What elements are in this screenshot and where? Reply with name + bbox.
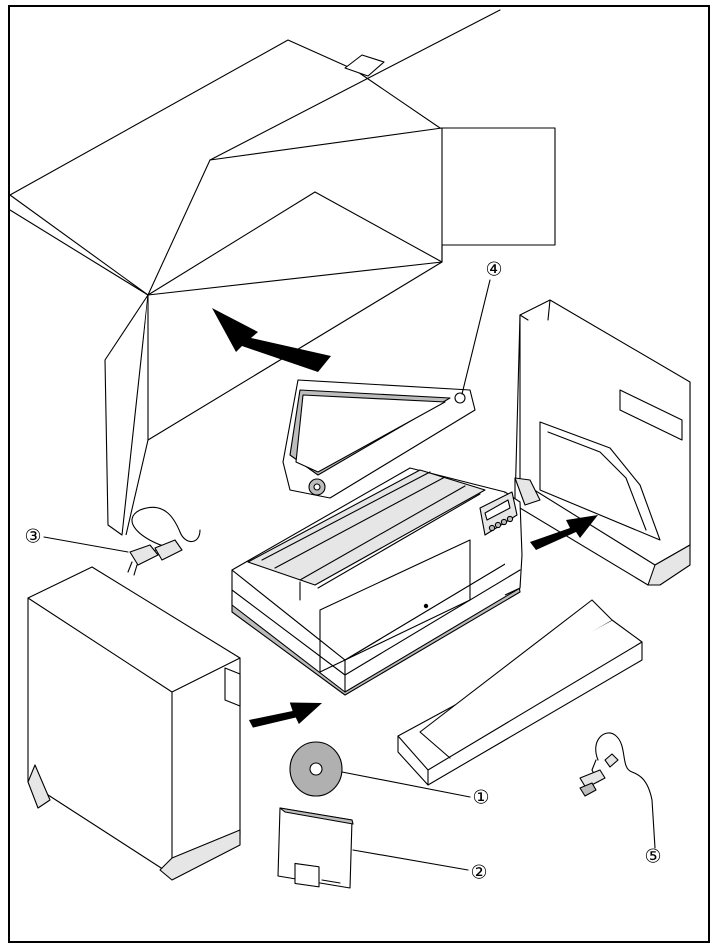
leader-line-4 (461, 279, 491, 395)
panel-button (494, 521, 502, 529)
border-frame (8, 5, 710, 943)
arrow-remove-left-foam-icon (248, 702, 323, 728)
interface-cable (579, 732, 656, 849)
carton-handle (344, 54, 385, 77)
power-plug (129, 544, 159, 566)
leader-line-2 (352, 849, 469, 871)
leader-line-1 (341, 771, 471, 798)
printer (231, 467, 523, 696)
callout-4: ④ (485, 259, 502, 281)
callout-2: ② (470, 862, 487, 884)
cd-disc (289, 741, 471, 798)
leader-line-3 (43, 536, 129, 553)
panel-button (506, 515, 514, 523)
panel-button (488, 524, 496, 532)
panel-button (500, 518, 508, 526)
power-cable (43, 506, 201, 576)
power-connector (154, 539, 183, 561)
foam-tray (397, 599, 643, 786)
interface-connector (579, 769, 606, 789)
arrow-remove-carton-icon (212, 308, 331, 372)
callout-5: ⑤ (644, 846, 661, 868)
manual-booklet (277, 807, 469, 889)
ribbon-cassette (282, 279, 491, 499)
arrow-remove-right-foam-icon (530, 515, 598, 550)
open-carton (9, 9, 556, 536)
display-panel (484, 499, 511, 521)
right-foam-end-cap (514, 299, 691, 586)
left-foam-end-cap (27, 566, 241, 881)
callout-1: ① (472, 787, 489, 809)
callout-3: ③ (24, 526, 41, 548)
